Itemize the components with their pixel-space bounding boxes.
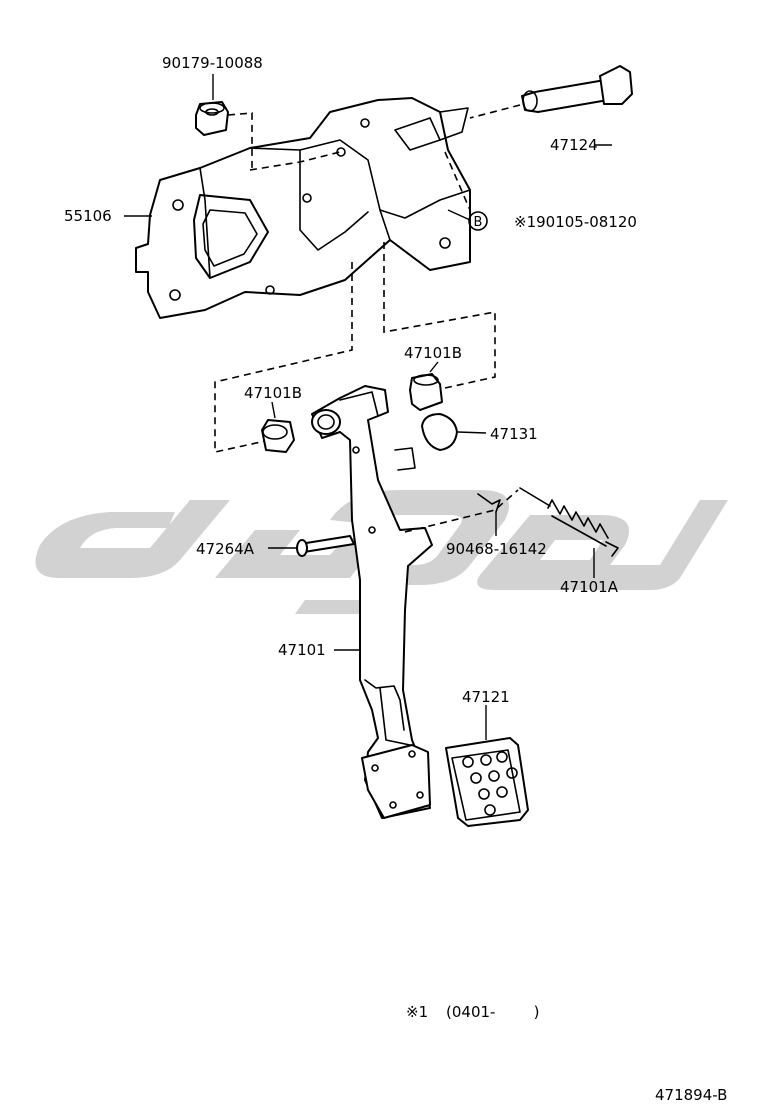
label-bolt-top: 47124	[550, 136, 598, 154]
label-bushing-left: 47101B	[244, 384, 302, 402]
pedal-bracket	[135, 97, 471, 319]
label-bolt-b: ※190105-08120	[514, 213, 637, 231]
footnote-marker: ※1	[406, 1003, 428, 1021]
label-pedal-pad: 47121	[462, 688, 510, 706]
spring-part	[519, 487, 619, 557]
drawing-number: 471894-B	[655, 1086, 727, 1104]
leader-lines	[124, 74, 612, 740]
label-bracket: 55106	[64, 207, 112, 225]
label-pin: 47264A	[196, 540, 255, 558]
marker-b: B	[474, 215, 483, 230]
pedal-arm-part	[311, 385, 433, 819]
bushing-left-part	[261, 419, 295, 453]
clip-part	[477, 493, 501, 513]
label-spring: 47101A	[560, 578, 619, 596]
label-cushion: 47131	[490, 425, 538, 443]
cushion-part	[421, 413, 458, 451]
bushing-right-part	[409, 373, 443, 411]
label-bushing-right: 47101B	[404, 344, 462, 362]
pedal-pad-part	[445, 737, 529, 827]
bushing-top-part	[195, 101, 229, 136]
label-pedal-arm: 47101	[278, 641, 326, 659]
pin-part	[296, 535, 355, 557]
marker-b-circle	[468, 211, 488, 231]
footnote-range: (0401- )	[446, 1003, 539, 1021]
label-bushing-top: 90179-10088	[162, 54, 263, 72]
label-clip: 90468-16142	[446, 540, 547, 558]
bolt-top-part	[521, 65, 633, 113]
